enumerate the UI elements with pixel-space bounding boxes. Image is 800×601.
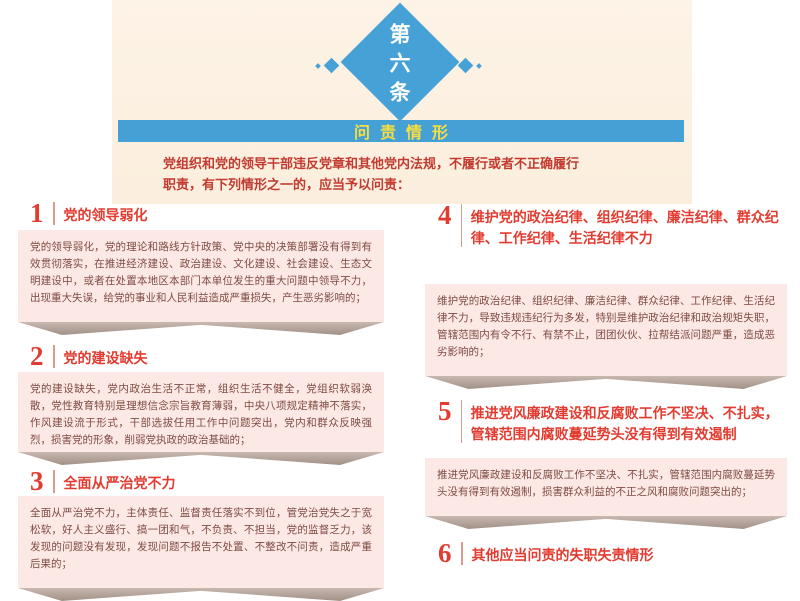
item-4-body: 维护党的政治纪律、组织纪律、廉洁纪律、群众纪律、工作纪律、生活纪律不力，导致违规… xyxy=(425,284,787,376)
item-1-header: 1 党的领导弱化 xyxy=(30,200,380,227)
article-badge-text: 第六条 xyxy=(387,22,411,110)
title-banner: 问责情形 xyxy=(118,120,684,142)
item-title: 全面从严治党不力 xyxy=(63,475,176,491)
item-title: 其他应当问责的失职失责情形 xyxy=(471,547,654,563)
item-5-header: 5 推进党风廉政建设和反腐败工作不坚决、不扎实，管辖范围内腐败蔓延势头没有得到有… xyxy=(438,398,786,445)
fold-ribbon xyxy=(425,376,787,389)
diamond-icon xyxy=(457,57,474,74)
ornament-right xyxy=(457,57,482,74)
item-divider xyxy=(460,204,462,247)
item-number: 6 xyxy=(438,538,452,568)
item-title: 党的建设缺失 xyxy=(63,350,148,366)
intro-paragraph: 党组织和党的领导干部违反党章和其他党内法规，不履行或者不正确履行 职责，有下列情… xyxy=(163,154,668,196)
intro-line-2: 职责，有下列情形之一的，应当予以问责： xyxy=(163,176,411,192)
intro-line-1: 党组织和党的领导干部违反党章和其他党内法规，不履行或者不正确履行 xyxy=(163,156,580,171)
item-1-body: 党的领导弱化，党的理论和路线方针政策、党中央的决策部署没有得到有效贯彻落实，在推… xyxy=(18,230,384,322)
item-3-body: 全面从严治党不力，主体责任、监督责任落实不到位，管党治党失之于宽松软，好人主义盛… xyxy=(18,496,384,588)
item-divider xyxy=(52,345,55,368)
item-number: 5 xyxy=(438,396,452,426)
diamond-icon xyxy=(323,57,340,74)
item-divider xyxy=(52,470,55,493)
item-title: 推进党风廉政建设和反腐败工作不坚决、不扎实，管辖范围内腐败蔓延势头没有得到有效遏… xyxy=(470,405,779,442)
dot-icon xyxy=(476,62,482,69)
item-divider xyxy=(460,400,462,443)
item-5-body: 推进党风廉政建设和反腐败工作不坚决、不扎实，管辖范围内腐败蔓延势头没有得到有效遏… xyxy=(425,458,787,516)
item-divider xyxy=(460,542,463,565)
item-number: 4 xyxy=(438,200,452,230)
item-title: 党的领导弱化 xyxy=(63,207,148,223)
item-3-header: 3 全面从严治党不力 xyxy=(30,468,380,495)
item-title: 维护党的政治纪律、组织纪律、廉洁纪律、群众纪律、工作纪律、生活纪律不力 xyxy=(470,209,779,246)
item-number: 3 xyxy=(30,466,44,496)
item-divider xyxy=(52,202,55,225)
fold-ribbon xyxy=(18,452,384,465)
ornament-left xyxy=(315,57,340,74)
fold-ribbon xyxy=(18,588,384,601)
item-2-header: 2 党的建设缺失 xyxy=(30,343,380,370)
dot-icon xyxy=(315,62,321,69)
fold-ribbon xyxy=(425,516,787,529)
banner-title: 问责情形 xyxy=(353,125,458,142)
item-number: 2 xyxy=(30,341,44,371)
item-4-header: 4 维护党的政治纪律、组织纪律、廉洁纪律、群众纪律、工作纪律、生活纪律不力 xyxy=(438,202,786,249)
item-2-body: 党的建设缺失，党内政治生活不正常，组织生活不健全，党组织软弱涣散，党性教育特别是… xyxy=(18,372,384,452)
item-6-header: 6 其他应当问责的失职失责情形 xyxy=(438,540,786,567)
fold-ribbon xyxy=(18,322,384,335)
item-number: 1 xyxy=(30,198,44,228)
